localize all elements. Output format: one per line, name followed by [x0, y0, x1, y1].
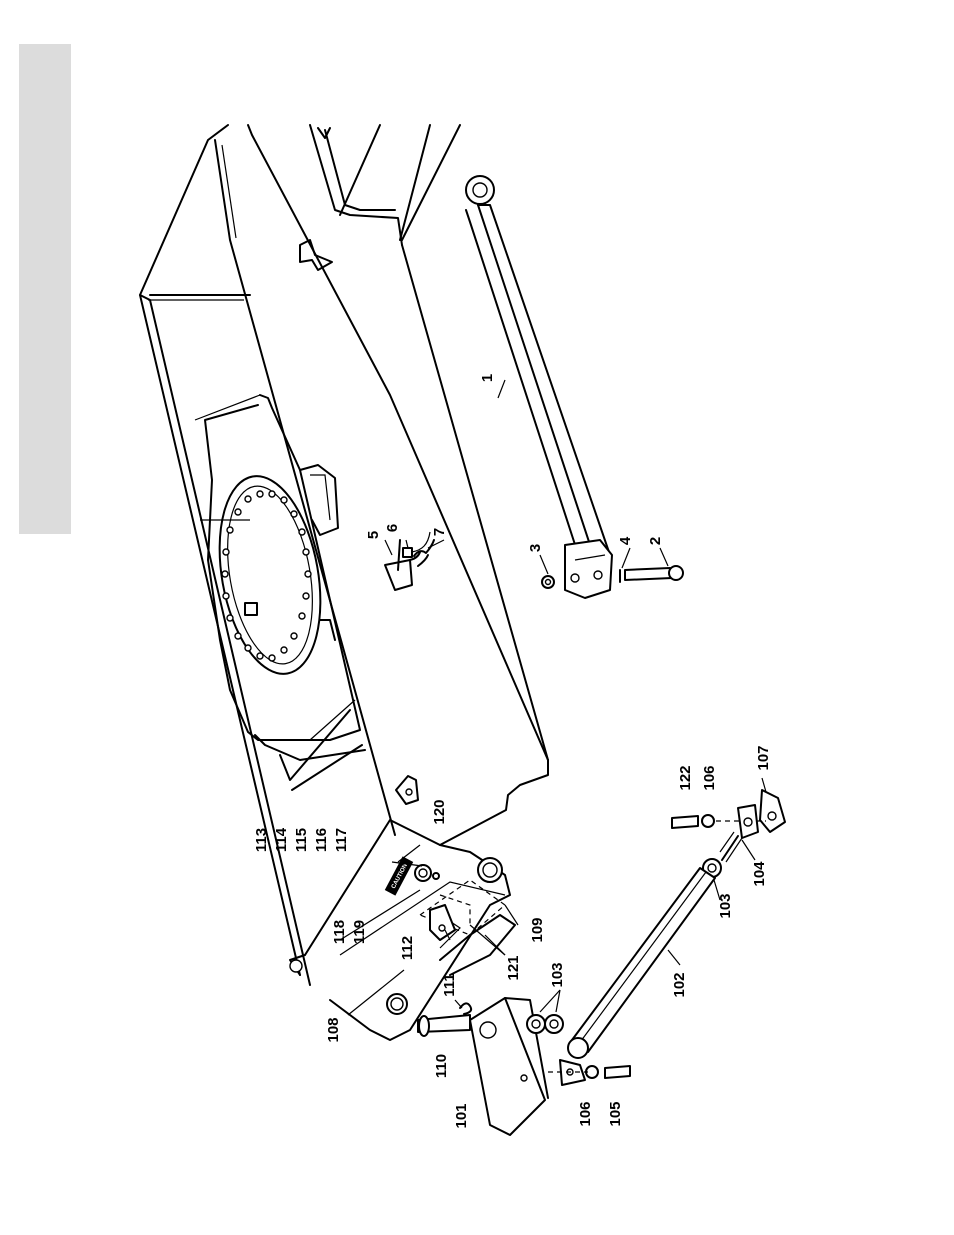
part-1-arm [466, 176, 683, 598]
label-part-116: 116 [313, 828, 330, 852]
label-part-109: 109 [529, 917, 546, 942]
part-104-rod-end [720, 805, 758, 862]
label-part-4: 4 [617, 536, 634, 545]
label-part-7: 7 [431, 528, 448, 536]
label-part-122: 122 [677, 765, 694, 790]
part-102-rod [560, 868, 715, 1085]
bolt-circle-holes [222, 491, 311, 661]
label-part-108: 108 [325, 1017, 342, 1042]
label-part-110: 110 [433, 1054, 450, 1078]
label-part-121: 121 [505, 955, 522, 980]
label-part-117: 117 [333, 828, 350, 852]
main-frame [140, 125, 548, 985]
label-part-103-left: 103 [549, 962, 566, 987]
part-111-pin [460, 1003, 471, 1014]
label-part-113: 113 [253, 828, 270, 852]
part-122-bolt [672, 816, 698, 828]
label-part-3: 3 [527, 544, 544, 552]
label-part-120: 120 [431, 799, 448, 824]
caution-decal: CAUTION [385, 856, 413, 895]
label-part-106-left: 106 [577, 1101, 594, 1126]
part-107-bracket [760, 790, 785, 832]
label-part-103-right: 103 [717, 893, 734, 918]
label-part-112: 112 [399, 936, 416, 960]
label-part-6: 6 [384, 524, 401, 532]
label-part-105: 105 [607, 1101, 624, 1126]
label-part-106-right: 106 [701, 765, 718, 790]
part-106-washer-right [702, 815, 714, 827]
label-part-118: 118 [331, 920, 348, 944]
label-part-107: 107 [755, 745, 772, 770]
label-part-114: 114 [273, 827, 290, 852]
label-part-111: 111 [441, 973, 458, 996]
part-103-nuts-left [527, 1015, 563, 1033]
label-part-119: 119 [351, 920, 368, 944]
label-part-102: 102 [671, 972, 688, 997]
label-part-104: 104 [751, 861, 768, 887]
label-part-2: 2 [647, 537, 664, 545]
label-part-115: 115 [293, 828, 310, 852]
label-part-5: 5 [365, 531, 382, 539]
label-part-1: 1 [479, 374, 496, 382]
label-part-101: 101 [453, 1103, 470, 1128]
part-105-bolt [605, 1066, 630, 1078]
latch-assembly [385, 532, 434, 590]
